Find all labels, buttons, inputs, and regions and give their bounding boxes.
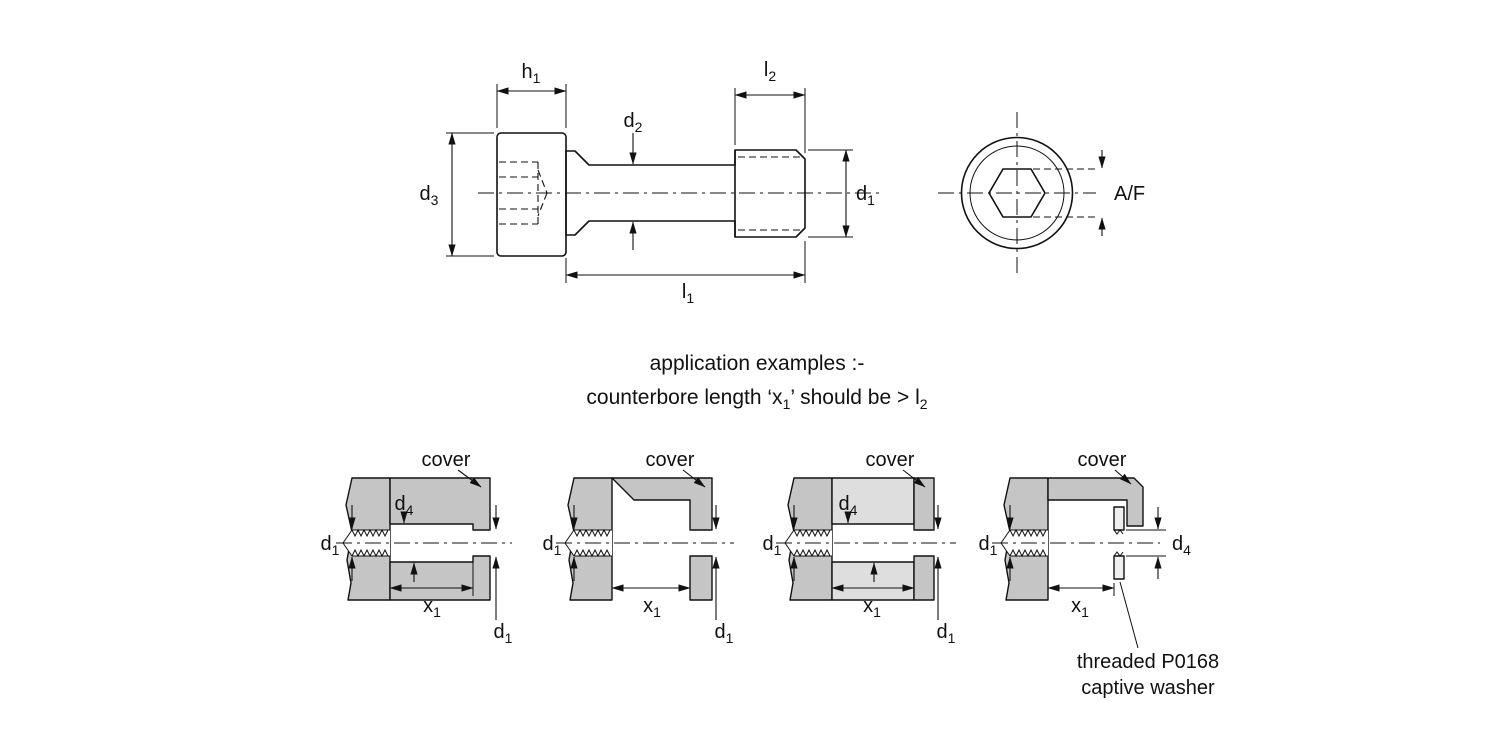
dim-label-d4: d4 (839, 493, 858, 518)
cover-label: cover (646, 449, 695, 471)
dim-label-d1: d1 (856, 183, 875, 208)
dim-x1: x1 (389, 562, 474, 620)
cover-callout: cover (866, 449, 926, 488)
dim-d4-right: d4 (1126, 507, 1191, 579)
cover-part-lower (389, 555, 491, 601)
dim-label-x1: x1 (643, 595, 661, 620)
cover-part-upper (611, 477, 713, 531)
head-outer-circle (960, 136, 1074, 250)
washer-note-line1: threaded P0168 (1077, 651, 1219, 673)
cover-label: cover (422, 449, 471, 471)
dim-d1-right: d1 (492, 505, 513, 646)
notes: application examples :- counterbore leng… (586, 352, 927, 412)
cover-part (1047, 477, 1144, 527)
dim-label-x1: x1 (863, 595, 881, 620)
dim-d1-left: d1 (763, 505, 798, 581)
dim-d1-left: d1 (321, 505, 356, 581)
cover-callout: cover (1078, 449, 1132, 485)
dim-label-d4: d4 (1172, 533, 1191, 558)
dim-label-d1: d1 (543, 533, 562, 558)
example-2: d1 x1 d1 cover (543, 449, 734, 646)
dim-d1-thread: d1 (808, 149, 875, 238)
screw-head (496, 132, 567, 257)
cover-callout: cover (422, 449, 482, 488)
dim-x1: x1 (611, 584, 691, 620)
dim-label-d1: d1 (979, 533, 998, 558)
dim-d2: d2 (624, 110, 643, 250)
head-chamfer-circle (969, 145, 1065, 241)
counterbore-note-text: counterbore length ‘x1’ should be > l2 (586, 386, 927, 412)
dim-label-l1: l1 (682, 281, 694, 306)
dim-x1: x1 (1047, 583, 1115, 620)
dim-d3: d3 (420, 132, 494, 257)
dim-label-d4: d4 (395, 493, 414, 518)
dim-label-d2: d2 (624, 110, 643, 135)
dim-label-d3: d3 (420, 183, 439, 208)
dim-d1-left: d1 (543, 505, 578, 581)
dim-label-x1: x1 (1071, 595, 1089, 620)
screw-end-view: A/F (938, 112, 1145, 274)
dim-d4: d4 (839, 493, 878, 582)
dim-label-x1: x1 (423, 595, 441, 620)
dim-label-d1: d1 (321, 533, 340, 558)
washer-callout: threaded P0168 captive washer (1077, 581, 1219, 699)
hex-socket (988, 168, 1046, 218)
dim-l1: l1 (565, 241, 806, 306)
cover-part-upper (389, 477, 491, 531)
dim-label-d1: d1 (937, 621, 956, 646)
dim-d4: d4 (395, 493, 418, 582)
dim-x1: x1 (831, 584, 915, 620)
example-4: d1 x1 d4 cover threaded P0168 captive wa… (979, 449, 1220, 699)
cover-part-lower (913, 555, 935, 601)
dim-h1: h1 (496, 61, 567, 128)
screw-shank-thread (565, 149, 806, 238)
washer-upper (1113, 506, 1125, 531)
captive-washer (1113, 506, 1125, 580)
washer-note-line2: captive washer (1081, 677, 1215, 699)
screw-side-view: h1 l2 d2 d3 d1 (420, 59, 880, 306)
cover-part-lower (689, 555, 713, 601)
dim-label-d1: d1 (763, 533, 782, 558)
dim-label-af: A/F (1114, 183, 1145, 205)
hex-socket-hidden-lines (499, 161, 548, 225)
application-examples-text: application examples :- (650, 352, 865, 375)
washer-lower (1113, 555, 1125, 580)
dim-label-h1: h1 (522, 61, 541, 86)
dim-af: A/F (1033, 150, 1145, 236)
dim-label-d1: d1 (494, 621, 513, 646)
cover-part-upper (913, 477, 935, 531)
dim-d1-right: d1 (934, 505, 956, 646)
dim-d1-left: d1 (979, 505, 1014, 581)
cover-label: cover (1078, 449, 1127, 471)
washer-thread-marks (1113, 529, 1124, 557)
dim-l2: l2 (734, 59, 806, 153)
example-1: d1 d4 x1 d1 cover (321, 449, 513, 646)
dim-label-d1: d1 (715, 621, 734, 646)
cover-label: cover (866, 449, 915, 471)
dim-d1-right: d1 (712, 505, 734, 646)
dim-label-l2: l2 (764, 59, 776, 84)
example-3: d1 d4 x1 d1 cover (763, 449, 956, 646)
cover-callout: cover (646, 449, 706, 488)
